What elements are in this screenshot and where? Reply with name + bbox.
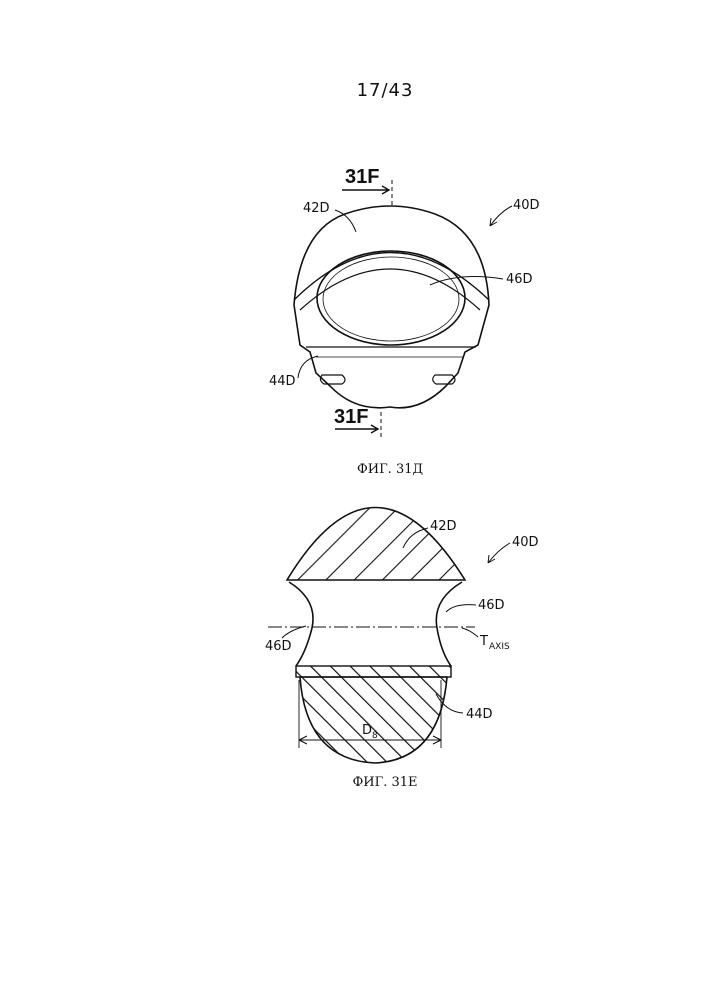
dim-label-sub: 8: [372, 731, 378, 741]
lower-strip: [296, 666, 451, 677]
caption-fig-31d: ФИГ. 31Д: [310, 462, 470, 477]
section-label-top: 31F: [345, 166, 379, 188]
leader-46d-left: [282, 626, 306, 638]
ref-44d-bottom: 44D: [466, 707, 493, 722]
axis-label-sub: AXIS: [489, 642, 510, 652]
ref-42d-bottom: 42D: [430, 519, 457, 534]
ref-46d-left: 46D: [265, 639, 292, 654]
ref-44d-top: 44D: [269, 374, 296, 389]
leader-46d-right: [446, 605, 476, 612]
ref-40d-top: 40D: [513, 198, 540, 213]
dim-label: D: [362, 723, 372, 738]
figure-31d: 31F 31F 40D 42D 46D 44D: [269, 166, 540, 440]
outer-body-outline: [294, 206, 489, 408]
lower-section-hatch: [300, 677, 447, 763]
ref-46d-right: 46D: [478, 598, 505, 613]
leader-40d-bottom: [488, 543, 510, 563]
section-label-bottom: 31F: [334, 406, 368, 428]
ref-42d-top: 42D: [303, 201, 330, 216]
waist-right-outline: [436, 582, 462, 666]
ref-40d-bottom: 40D: [512, 535, 539, 550]
leader-axis: [462, 628, 478, 637]
caption-fig-31e: ФИГ. 31Е: [305, 775, 465, 790]
figure-31e: D 8 40D 42D 46D 46D T AXIS 44D: [265, 508, 539, 764]
axis-label: T: [479, 634, 488, 649]
oval-opening: [317, 251, 465, 345]
leader-40d-top: [490, 206, 512, 226]
ref-46d-top: 46D: [506, 272, 533, 287]
waist-left-outline: [289, 582, 313, 666]
